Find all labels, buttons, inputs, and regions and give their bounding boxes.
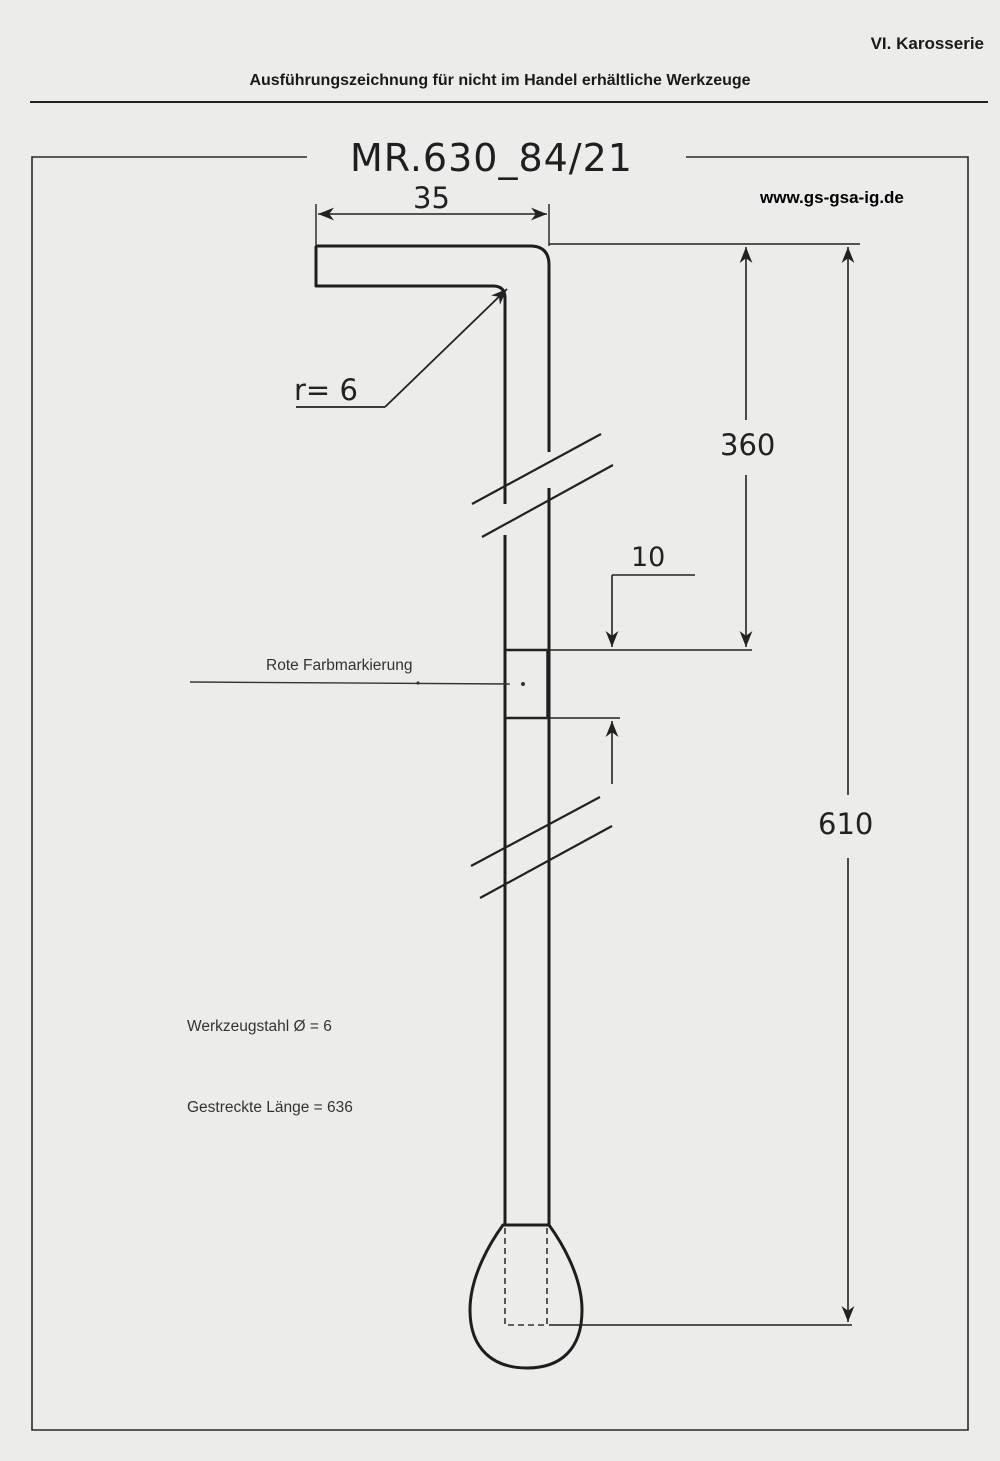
dimension-total-length: 610 bbox=[818, 807, 874, 841]
section-heading: VI. Karosserie bbox=[870, 34, 984, 53]
page-subtitle: Ausführungszeichnung für nicht im Handel… bbox=[249, 72, 751, 89]
break-lines bbox=[470, 433, 614, 899]
dimension-mark-position: 360 bbox=[720, 428, 776, 462]
drawing-number: MR.630_84/21 bbox=[350, 136, 633, 180]
website-label: www.gs-gsa-ig.de bbox=[760, 188, 904, 207]
radius-leader bbox=[296, 288, 508, 408]
dim-35-lines bbox=[315, 204, 550, 246]
dimension-hook-length: 35 bbox=[413, 181, 450, 215]
color-mark-leader bbox=[189, 681, 511, 685]
dimension-bend-radius: r= 6 bbox=[294, 373, 358, 407]
extension-lines bbox=[549, 243, 860, 1326]
material-note: Werkzeugstahl Ø = 6 bbox=[187, 1018, 332, 1035]
color-mark-note: Rote Farbmarkierung bbox=[266, 657, 413, 674]
dimension-mark-width: 10 bbox=[631, 542, 666, 573]
tool-outline bbox=[314, 244, 584, 1370]
header-rule bbox=[30, 101, 988, 103]
knob-hidden-line bbox=[504, 1228, 548, 1326]
stretched-length-note: Gestreckte Länge = 636 bbox=[187, 1099, 353, 1116]
dim-10-lines bbox=[605, 574, 695, 784]
color-mark-dot bbox=[521, 682, 525, 686]
color-mark-band bbox=[505, 648, 549, 720]
drawing-frame bbox=[31, 156, 969, 1431]
